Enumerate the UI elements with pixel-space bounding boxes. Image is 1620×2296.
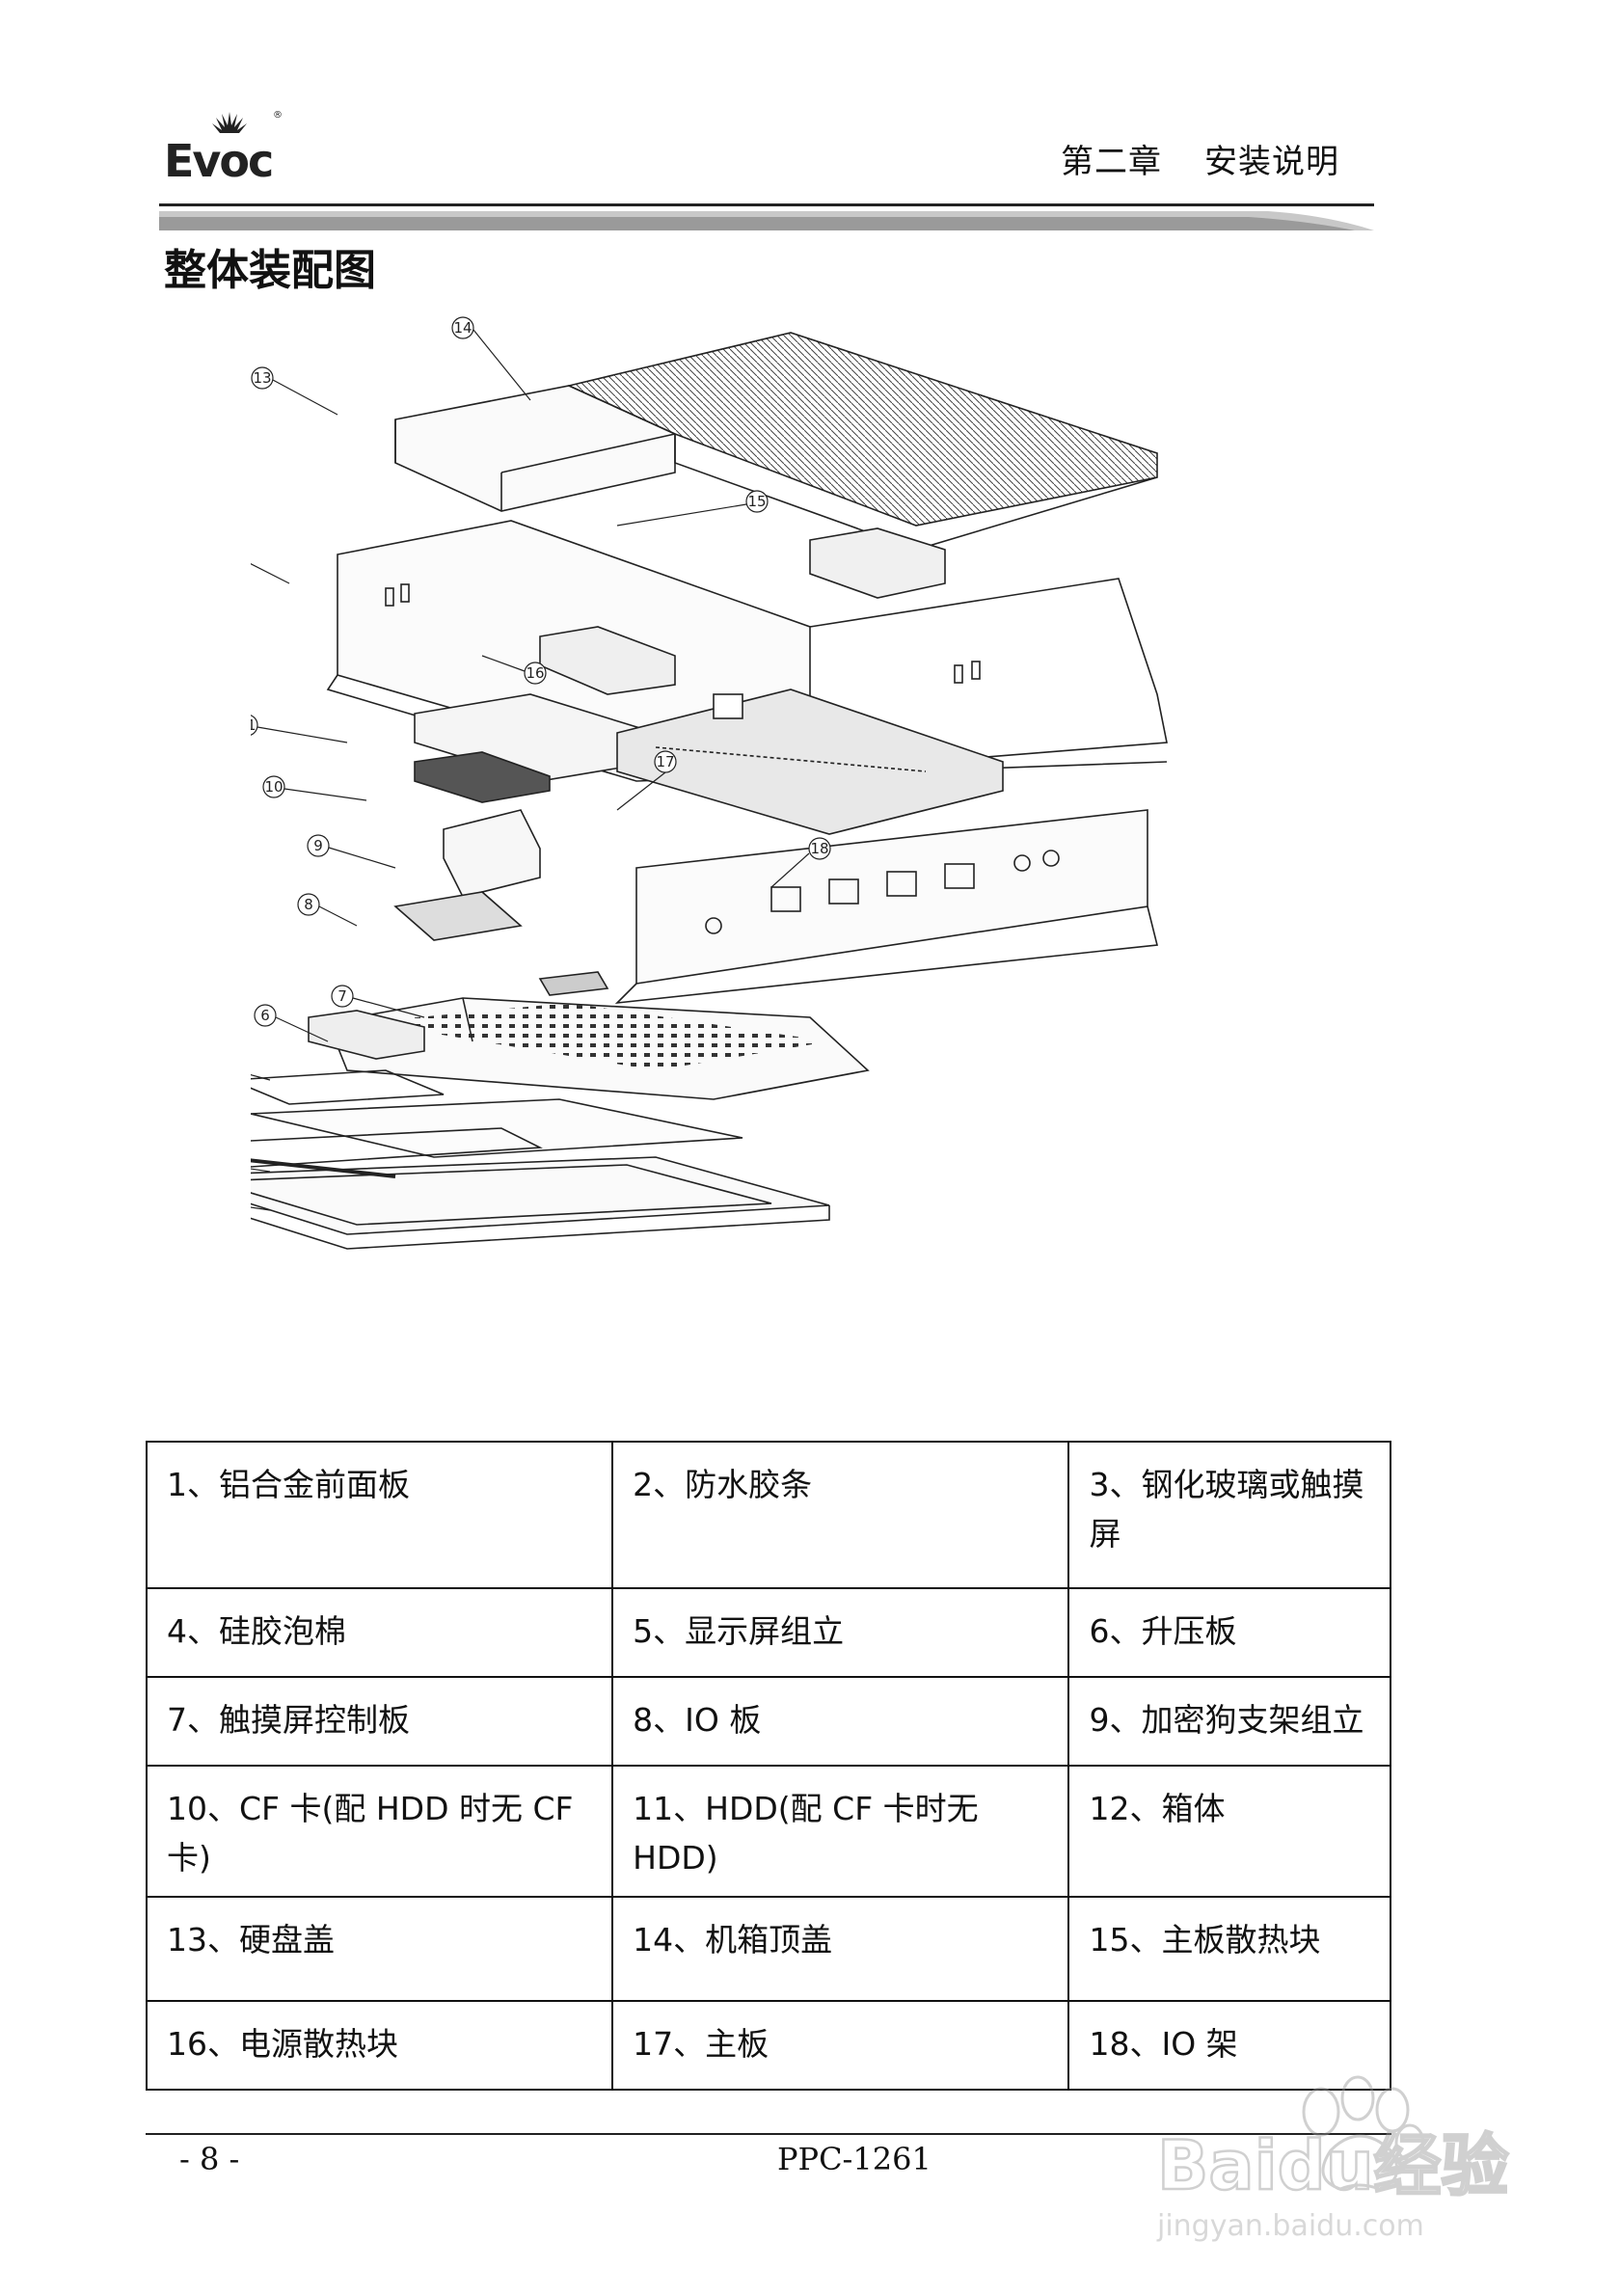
table-row: 16、电源散热块 17、主板 18、IO 架 xyxy=(145,2000,1391,2092)
table-cell: 18、IO 架 xyxy=(1067,2000,1391,2092)
parts-table: 1、铝合金前面板 2、防水胶条 3、钢化玻璃或触摸屏 4、硅胶泡棉 5、显示屏组… xyxy=(145,1441,1391,2092)
svg-text:7: 7 xyxy=(338,987,347,1005)
svg-text:14: 14 xyxy=(453,319,472,337)
part-1-front-panel xyxy=(251,1156,830,1250)
table-cell: 13、硬盘盖 xyxy=(145,1896,614,2003)
callout-8: 8 xyxy=(297,893,358,927)
table-cell: 17、主板 xyxy=(611,2000,1070,2092)
table-cell: 7、触摸屏控制板 xyxy=(145,1676,614,1767)
table-cell: 6、升压板 xyxy=(1067,1587,1391,1678)
table-cell: 12、箱体 xyxy=(1067,1764,1391,1899)
svg-text:16: 16 xyxy=(526,664,544,682)
callout-10: 10 xyxy=(262,775,367,801)
evoc-logo: ® Evoc xyxy=(164,110,283,187)
part-10-cf-card xyxy=(414,751,551,803)
svg-text:Evoc: Evoc xyxy=(164,135,272,187)
svg-text:17: 17 xyxy=(656,753,674,770)
callout-18: 18 xyxy=(770,837,831,888)
svg-text:Baidu经验: Baidu经验 xyxy=(1157,2126,1509,2205)
chapter-title: 安装说明 xyxy=(1204,143,1339,181)
part-15-heat-block xyxy=(809,527,946,599)
table-cell: 16、电源散热块 xyxy=(145,2000,614,2092)
part-7-touch-controller xyxy=(538,971,609,996)
table-cell: 4、硅胶泡棉 xyxy=(145,1587,614,1678)
table-cell: 8、IO 板 xyxy=(611,1676,1070,1767)
table-cell: 10、CF 卡(配 HDD 时无 CF 卡) xyxy=(145,1764,614,1899)
callout-17: 17 xyxy=(616,750,677,811)
svg-text:15: 15 xyxy=(747,493,766,510)
table-cell: 14、机箱顶盖 xyxy=(611,1896,1070,2003)
callout-16: 16 xyxy=(481,655,547,685)
part-5-display-assembly xyxy=(326,997,870,1100)
table-row: 13、硬盘盖 14、机箱顶盖 15、主板散热块 xyxy=(145,1896,1391,2003)
table-cell: 3、钢化玻璃或触摸屏 xyxy=(1067,1441,1391,1589)
table-cell: 5、显示屏组立 xyxy=(611,1587,1070,1678)
table-cell: 2、防水胶条 xyxy=(611,1441,1070,1589)
part-8-io-board xyxy=(393,891,523,941)
callout-3: 3 xyxy=(251,1168,271,1173)
callout-9: 9 xyxy=(307,834,396,869)
svg-text:11: 11 xyxy=(251,716,256,734)
header-rule xyxy=(159,203,1374,230)
svg-text:jingyan.baidu.com: jingyan.baidu.com xyxy=(1156,2209,1424,2243)
table-cell: 9、加密狗支架组立 xyxy=(1067,1676,1391,1767)
table-cell: 1、铝合金前面板 xyxy=(145,1441,614,1589)
table-row: 1、铝合金前面板 2、防水胶条 3、钢化玻璃或触摸屏 xyxy=(145,1441,1391,1589)
callout-7: 7 xyxy=(331,985,425,1018)
chapter-heading: 第二章 安装说明 xyxy=(1061,135,1339,182)
callout-5: 5 xyxy=(251,1073,271,1081)
footer-rule xyxy=(146,2133,1391,2135)
part-6-inverter-board xyxy=(308,1010,425,1060)
svg-text:9: 9 xyxy=(313,837,323,854)
part-9-dongle-bracket xyxy=(443,809,541,898)
table-row: 10、CF 卡(配 HDD 时无 CF 卡) 11、HDD(配 CF 卡时无 H… xyxy=(145,1764,1391,1899)
svg-text:13: 13 xyxy=(253,369,271,387)
part-2-gasket xyxy=(251,1127,543,1168)
callouts: 14 13 15 12 16 11 17 10 9 18 8 7 6 5 4 3… xyxy=(251,316,831,1211)
part-4-silicone-foam xyxy=(251,1069,445,1105)
part-14-top-cover xyxy=(566,332,1158,551)
part-17-mainboard xyxy=(616,689,1004,835)
table-row: 4、硅胶泡棉 5、显示屏组立 6、升压板 xyxy=(145,1587,1391,1678)
callout-11: 11 xyxy=(251,715,348,743)
svg-text:18: 18 xyxy=(810,840,828,857)
table-cell: 11、HDD(配 CF 卡时无 HDD) xyxy=(611,1764,1070,1899)
part-13-hdd-cover xyxy=(394,385,676,512)
callout-14: 14 xyxy=(451,316,531,401)
svg-text:10: 10 xyxy=(264,778,283,796)
callout-13: 13 xyxy=(251,366,338,416)
baidu-watermark: Baidu经验 jingyan.baidu.com xyxy=(1156,2075,1510,2243)
callout-15: 15 xyxy=(616,490,769,527)
svg-text:6: 6 xyxy=(260,1007,270,1024)
page-title: 整体装配图 xyxy=(164,246,376,295)
callout-12: 12 xyxy=(251,563,290,584)
assembly-diagram: 14 13 15 12 16 11 17 10 9 18 8 7 6 5 4 3… xyxy=(251,316,1168,1250)
svg-text:8: 8 xyxy=(304,896,313,913)
document-model: PPC-1261 xyxy=(777,2141,932,2177)
table-row: 7、触摸屏控制板 8、IO 板 9、加密狗支架组立 xyxy=(145,1676,1391,1767)
callout-2: 2 xyxy=(251,1206,271,1211)
part-18-io-frame xyxy=(614,809,1158,1005)
table-cell: 15、主板散热块 xyxy=(1067,1896,1391,2003)
svg-text:®: ® xyxy=(273,110,283,121)
page-number: - 8 - xyxy=(179,2141,240,2177)
callout-6: 6 xyxy=(254,1004,329,1042)
chapter-number: 第二章 xyxy=(1061,143,1162,181)
